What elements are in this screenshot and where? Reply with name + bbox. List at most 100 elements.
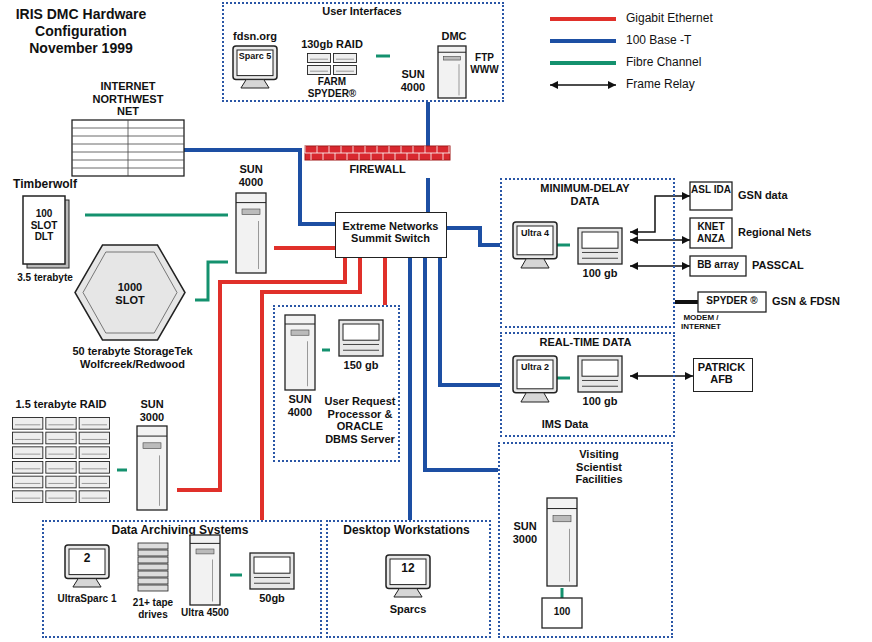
node-label: Ultra 4500 <box>180 607 230 619</box>
node-label: SUN 3000 <box>505 520 545 545</box>
raid-unit <box>46 476 76 488</box>
icon-line <box>389 146 390 153</box>
legend-row: Frame Relay <box>546 76 746 94</box>
icon-line <box>341 146 342 153</box>
device-node: DMCSUN 4000FTP WWW <box>390 30 500 100</box>
tape-drive <box>138 543 168 549</box>
icon-line <box>15 498 40 499</box>
raid-unit <box>13 447 43 459</box>
icon-line <box>582 386 618 387</box>
raid-unit <box>79 432 109 444</box>
icon-line <box>343 344 379 345</box>
device-box <box>698 292 766 312</box>
node-label: 1000 SLOT <box>105 281 155 306</box>
icon-line <box>15 468 40 469</box>
legend-label: Fibre Channel <box>626 55 701 69</box>
device-icon <box>70 245 195 397</box>
node-label: 100 gb <box>570 267 630 280</box>
icon-line <box>365 146 366 153</box>
icon-line <box>443 153 444 160</box>
icon-line <box>82 439 107 440</box>
device-node: 150 gb <box>330 320 392 376</box>
device-node: 50gb <box>242 553 302 609</box>
tape-drive <box>138 571 168 577</box>
legend-sample <box>546 76 620 94</box>
node-label: fdsn.org <box>228 30 282 43</box>
fibre-channel-link <box>557 377 570 380</box>
legend-row: Gigabit Ethernet <box>546 10 746 28</box>
device-node: 100 <box>542 598 582 628</box>
group-box: User Request Processor & ORACLE DBMS Ser… <box>273 305 400 462</box>
icon-line <box>449 146 450 153</box>
node-sublabel: Sparc 5 <box>238 51 272 61</box>
icon-line <box>347 153 348 160</box>
node-sublabel: Regional Nets <box>738 226 811 239</box>
raid-unit <box>79 462 109 474</box>
raid-unit <box>13 476 43 488</box>
node-label: SPYDER ® <box>700 295 764 307</box>
disk-unit <box>250 553 294 589</box>
device-node: fdsn.orgSparc 5 <box>228 30 282 90</box>
tape-drive <box>138 585 168 591</box>
process-box: PATRICK AFB <box>693 358 753 392</box>
icon-line <box>431 153 432 160</box>
icon-line <box>582 380 618 381</box>
device-node: SUN 3000 <box>505 498 585 588</box>
tape-drive <box>138 578 168 584</box>
icon-line <box>48 439 73 440</box>
fast-ethernet-link <box>447 228 500 245</box>
gigabit-link <box>274 246 335 250</box>
device-node: 100 gb <box>570 228 630 284</box>
node-label: User Request Processor & ORACLE DBMS Ser… <box>323 395 397 446</box>
node-label: Data Archiving Systems <box>42 524 318 538</box>
frame-relay-link <box>630 375 693 377</box>
icon-line <box>343 350 379 351</box>
icon-line <box>395 153 396 160</box>
device-node: 2UltraSparc 1 <box>52 545 122 615</box>
node-label: SUN 4000 <box>228 163 274 188</box>
icon-outline <box>521 259 549 268</box>
icon-line <box>336 71 354 72</box>
node-sublabel: Sparcs <box>378 603 438 616</box>
icon-line <box>82 424 107 425</box>
node-label: Timberwolf <box>5 178 85 192</box>
device-box <box>542 598 582 628</box>
device-node: BB arrayPASSCAL <box>690 256 815 276</box>
legend-line <box>550 84 616 86</box>
legend-label: Frame Relay <box>626 77 695 91</box>
node-label: FIREWALL <box>340 163 415 176</box>
icon-line <box>377 146 378 153</box>
raid-unit <box>79 447 109 459</box>
node-label: REAL-TIME DATA <box>500 336 671 349</box>
legend-label: Gigabit Ethernet <box>626 11 713 25</box>
node-label: Visiting Scientist Facilities <box>563 448 635 486</box>
icon-line <box>285 324 315 325</box>
edge-label: MODEM / INTERNET <box>678 314 724 332</box>
icon-line <box>311 153 312 160</box>
fibre-channel-link <box>85 214 228 217</box>
icon-line <box>407 153 408 160</box>
monitor-screen <box>517 226 553 255</box>
monitor-screen <box>517 360 553 389</box>
device-icon <box>5 398 117 510</box>
disk-unit <box>578 228 622 264</box>
monitor-icon <box>233 46 277 80</box>
node-label: MINIMUM-DELAY DATA <box>530 182 640 207</box>
icon-line <box>137 436 167 437</box>
monitor-icon <box>65 545 109 579</box>
node-label: 50gb <box>242 592 302 605</box>
icon-line <box>438 52 466 53</box>
icon-line <box>305 146 306 153</box>
node-label: SUN 4000 <box>278 393 322 418</box>
fast-ethernet-link <box>426 102 430 146</box>
node-label: Desktop Workstations <box>326 524 487 538</box>
icon-line <box>425 146 426 153</box>
legend-line <box>550 17 616 21</box>
gigabit-link <box>262 258 360 520</box>
device-box <box>690 182 732 210</box>
icon-line <box>236 202 266 203</box>
icon-line <box>254 583 290 584</box>
server-tower <box>438 46 466 98</box>
monitor-icon <box>513 222 557 259</box>
monitor-screen <box>390 559 426 585</box>
